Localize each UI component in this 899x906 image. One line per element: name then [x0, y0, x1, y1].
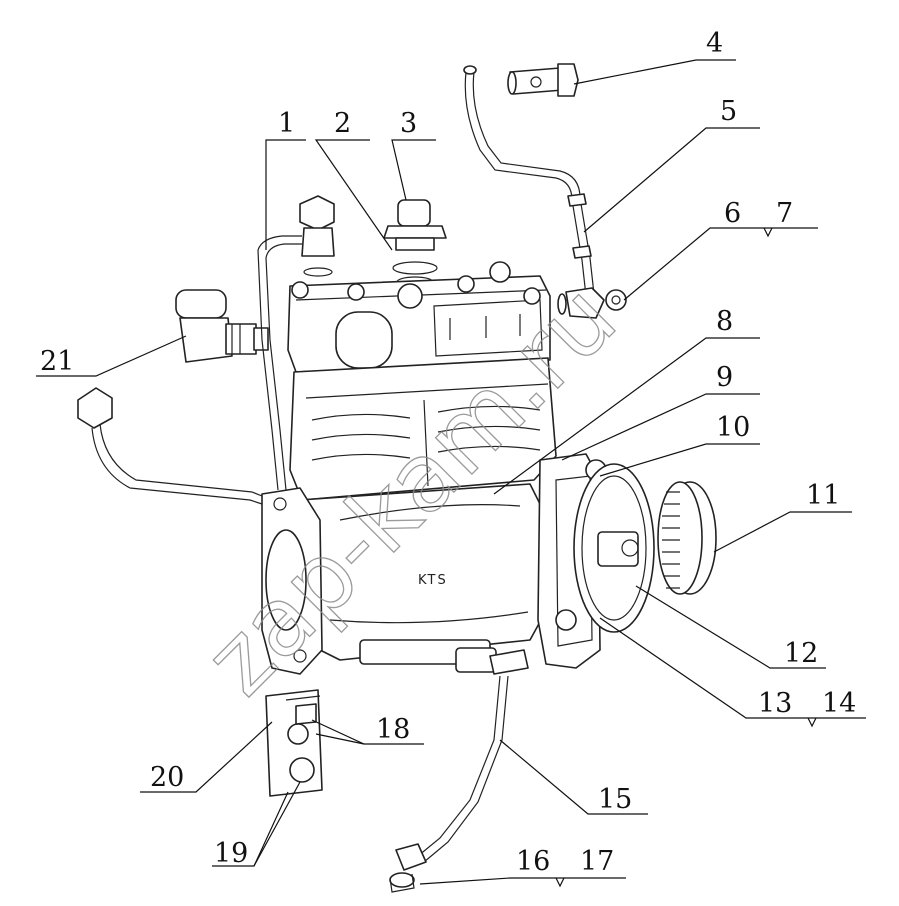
part-12-drive-disc [573, 463, 655, 633]
leader-lines [36, 59, 866, 888]
part-20-bracket [265, 689, 323, 797]
callout-20: 20 [150, 762, 184, 793]
part-6-7-valve [557, 287, 627, 319]
part-11-gear [657, 481, 717, 595]
callout-6: 6 [724, 198, 741, 229]
callout-8: 8 [716, 306, 733, 337]
callout-7: 7 [776, 198, 793, 229]
part-3-fitting [383, 199, 447, 288]
cylinder-block [289, 357, 557, 501]
callout-19: 19 [214, 838, 248, 869]
callout-4: 4 [706, 28, 723, 59]
callout-21: 21 [40, 346, 74, 377]
callout-2: 2 [334, 108, 351, 139]
callout-18: 18 [376, 714, 410, 745]
callout-3: 3 [400, 108, 417, 139]
part-4-banjo-bolt [507, 63, 579, 97]
callout-12: 12 [784, 638, 818, 669]
callout-13: 13 [758, 688, 792, 719]
callout-1: 1 [278, 108, 295, 139]
cylinder-head [287, 261, 551, 373]
callout-15: 15 [598, 784, 632, 815]
part-21-elbow-fitting [175, 289, 269, 363]
callout-9: 9 [716, 362, 733, 393]
callout-10: 10 [716, 412, 750, 443]
crankcase: KTS [299, 483, 553, 665]
housing-marking: KTS [418, 573, 448, 588]
callout-17: 17 [580, 846, 614, 877]
callout-5: 5 [720, 96, 737, 127]
callout-11: 11 [806, 480, 840, 511]
rear-flange [261, 487, 323, 675]
callout-labels: 1 2 3 4 5 6 7 8 9 10 11 12 13 14 15 16 1… [40, 28, 856, 877]
left-air-pipe [77, 387, 263, 505]
part-15-lower-pipe [389, 647, 529, 893]
callout-14: 14 [822, 688, 856, 719]
part-5-oil-pipe [463, 65, 595, 297]
callout-16: 16 [516, 846, 550, 877]
part-1-pipe [257, 195, 335, 491]
